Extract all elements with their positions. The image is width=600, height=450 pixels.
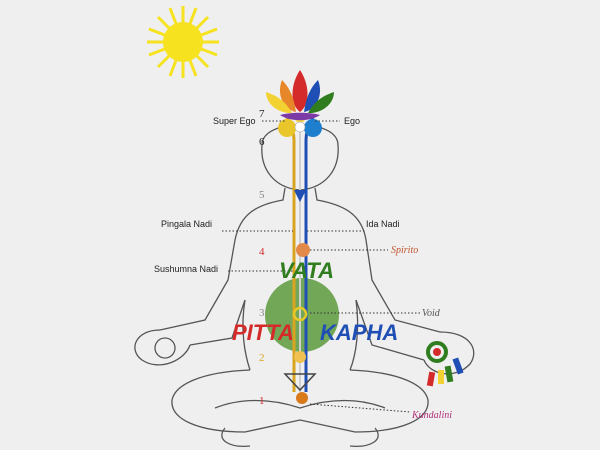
label-ida-nadi: Ida Nadi	[366, 219, 400, 229]
label-ego: Ego	[344, 116, 360, 126]
chakra-number-1: 1	[259, 395, 265, 407]
chakra-heart	[296, 243, 310, 257]
hand-colors	[426, 341, 464, 387]
dosha-vata: VATA	[279, 258, 334, 283]
meditating-figure	[134, 124, 475, 447]
lotus-icon	[266, 70, 334, 137]
chakra-sacral	[294, 351, 306, 363]
sun-icon	[147, 6, 219, 78]
chakra-throat	[294, 190, 306, 202]
chakra-root-triangle	[283, 373, 317, 392]
chakra-number-7: 7	[259, 108, 265, 120]
label-pingala-nadi: Pingala Nadi	[161, 219, 212, 229]
void-disc	[265, 278, 339, 352]
label-spirito: Spirito	[391, 245, 418, 256]
chakra-number-5: 5	[259, 189, 265, 201]
chakra-solar	[292, 306, 308, 322]
chakra-number-3: 3	[259, 307, 265, 319]
chakra-number-4: 4	[259, 246, 265, 258]
dosha-pitta: PITTA	[232, 320, 294, 345]
chakra-number-6: 6	[259, 136, 265, 148]
moon-icon	[417, 22, 458, 71]
chakra-root	[296, 392, 308, 404]
label-super-ego: Super Ego	[213, 116, 256, 126]
chakra-number-2: 2	[259, 352, 265, 364]
label-void: Void	[422, 308, 441, 319]
label-kundalini: Kundalini	[411, 410, 452, 421]
label-sushumna-nadi: Sushumna Nadi	[154, 264, 218, 274]
leader-lines	[222, 120, 420, 413]
dosha-kapha: KAPHA	[320, 320, 398, 345]
